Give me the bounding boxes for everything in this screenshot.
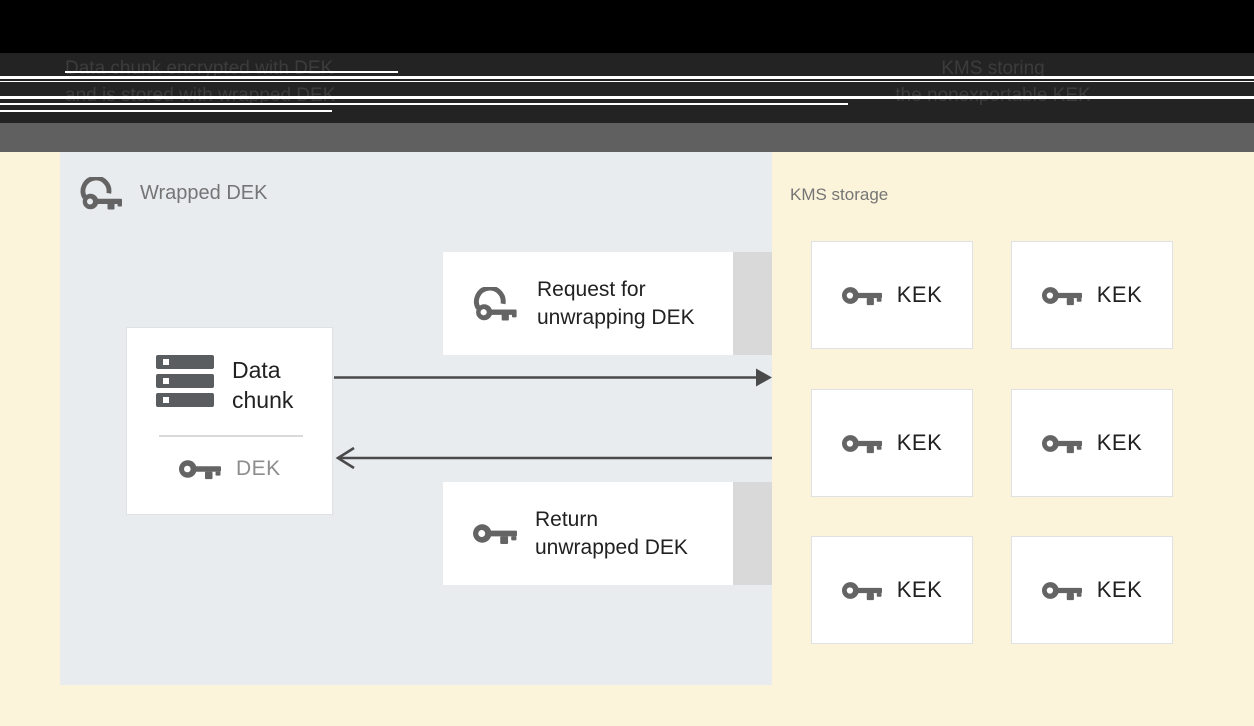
wrapped-dek-label: Wrapped DEK <box>80 177 267 210</box>
glitch-line <box>0 76 1254 79</box>
kek-label: KEK <box>896 430 943 455</box>
request-box-line2: unwrapping DEK <box>537 305 695 329</box>
glitch-line <box>0 110 332 112</box>
kek-box: KEK <box>811 241 973 349</box>
kek-box: KEK <box>811 536 973 644</box>
return-unwrapped-dek-box: Return unwrapped DEK <box>443 482 733 585</box>
caption-right-line1: KMS storing <box>941 58 1045 79</box>
kek-label: KEK <box>1096 577 1143 602</box>
glitch-line <box>0 103 848 105</box>
dek-row: DEK <box>179 457 281 481</box>
data-chunk-title-line2: chunk <box>232 387 294 413</box>
request-box-line1: Request for <box>537 277 646 301</box>
glitch-line <box>65 71 398 73</box>
key-icon <box>1041 434 1082 453</box>
return-box-shadow <box>733 482 772 585</box>
key-icon <box>1041 581 1082 600</box>
kek-box: KEK <box>1011 536 1173 644</box>
request-box-text: Request for unwrapping DEK <box>537 276 695 332</box>
glitch-line <box>0 80 1254 82</box>
caption-left-line2: and is stored with wrapped DEK <box>65 82 335 109</box>
kek-box: KEK <box>1011 389 1173 497</box>
return-box-line2: unwrapped DEK <box>535 535 688 559</box>
data-chunk-box: Data chunk DEK <box>126 327 333 515</box>
data-chunk-divider <box>159 435 303 437</box>
caption-right-line2: the nonexportable KEK <box>868 82 1118 109</box>
data-chunk-title: Data chunk <box>232 355 293 415</box>
kek-label: KEK <box>1096 430 1143 455</box>
return-box-line1: Return <box>535 507 599 531</box>
request-unwrapping-dek-box: Request for unwrapping DEK <box>443 252 733 355</box>
header-gray-divider-bar <box>0 123 1254 152</box>
dek-label: DEK <box>236 457 281 480</box>
request-box-shadow <box>733 252 772 355</box>
key-icon <box>179 460 221 480</box>
kek-label: KEK <box>896 282 943 307</box>
caption-left-line1: Data chunk encrypted with DEK <box>65 58 334 79</box>
key-icon <box>841 286 882 305</box>
key-icon <box>1041 286 1082 305</box>
key-icon <box>473 524 517 545</box>
wrapped-key-icon <box>80 177 122 210</box>
header-black-bar <box>0 0 1254 53</box>
kek-box: KEK <box>811 389 973 497</box>
glitch-line <box>0 96 1254 99</box>
kek-box: KEK <box>1011 241 1173 349</box>
data-chunk-title-line1: Data <box>232 357 281 383</box>
caption-right: KMS storing the nonexportable KEK <box>868 55 1118 109</box>
wrapped-dek-label-text: Wrapped DEK <box>140 182 268 204</box>
return-box-text: Return unwrapped DEK <box>535 506 688 562</box>
key-icon <box>841 581 882 600</box>
kek-label: KEK <box>1096 282 1143 307</box>
key-icon <box>841 434 882 453</box>
wrapped-key-icon <box>473 286 517 320</box>
header-caption-band: Data chunk encrypted with DEK and is sto… <box>0 53 1254 123</box>
storage-stack-icon <box>156 355 214 407</box>
kek-label: KEK <box>896 577 943 602</box>
data-chunk-header: Data chunk <box>156 355 293 415</box>
kms-storage-label: KMS storage <box>790 185 889 204</box>
caption-left: Data chunk encrypted with DEK and is sto… <box>65 55 335 109</box>
